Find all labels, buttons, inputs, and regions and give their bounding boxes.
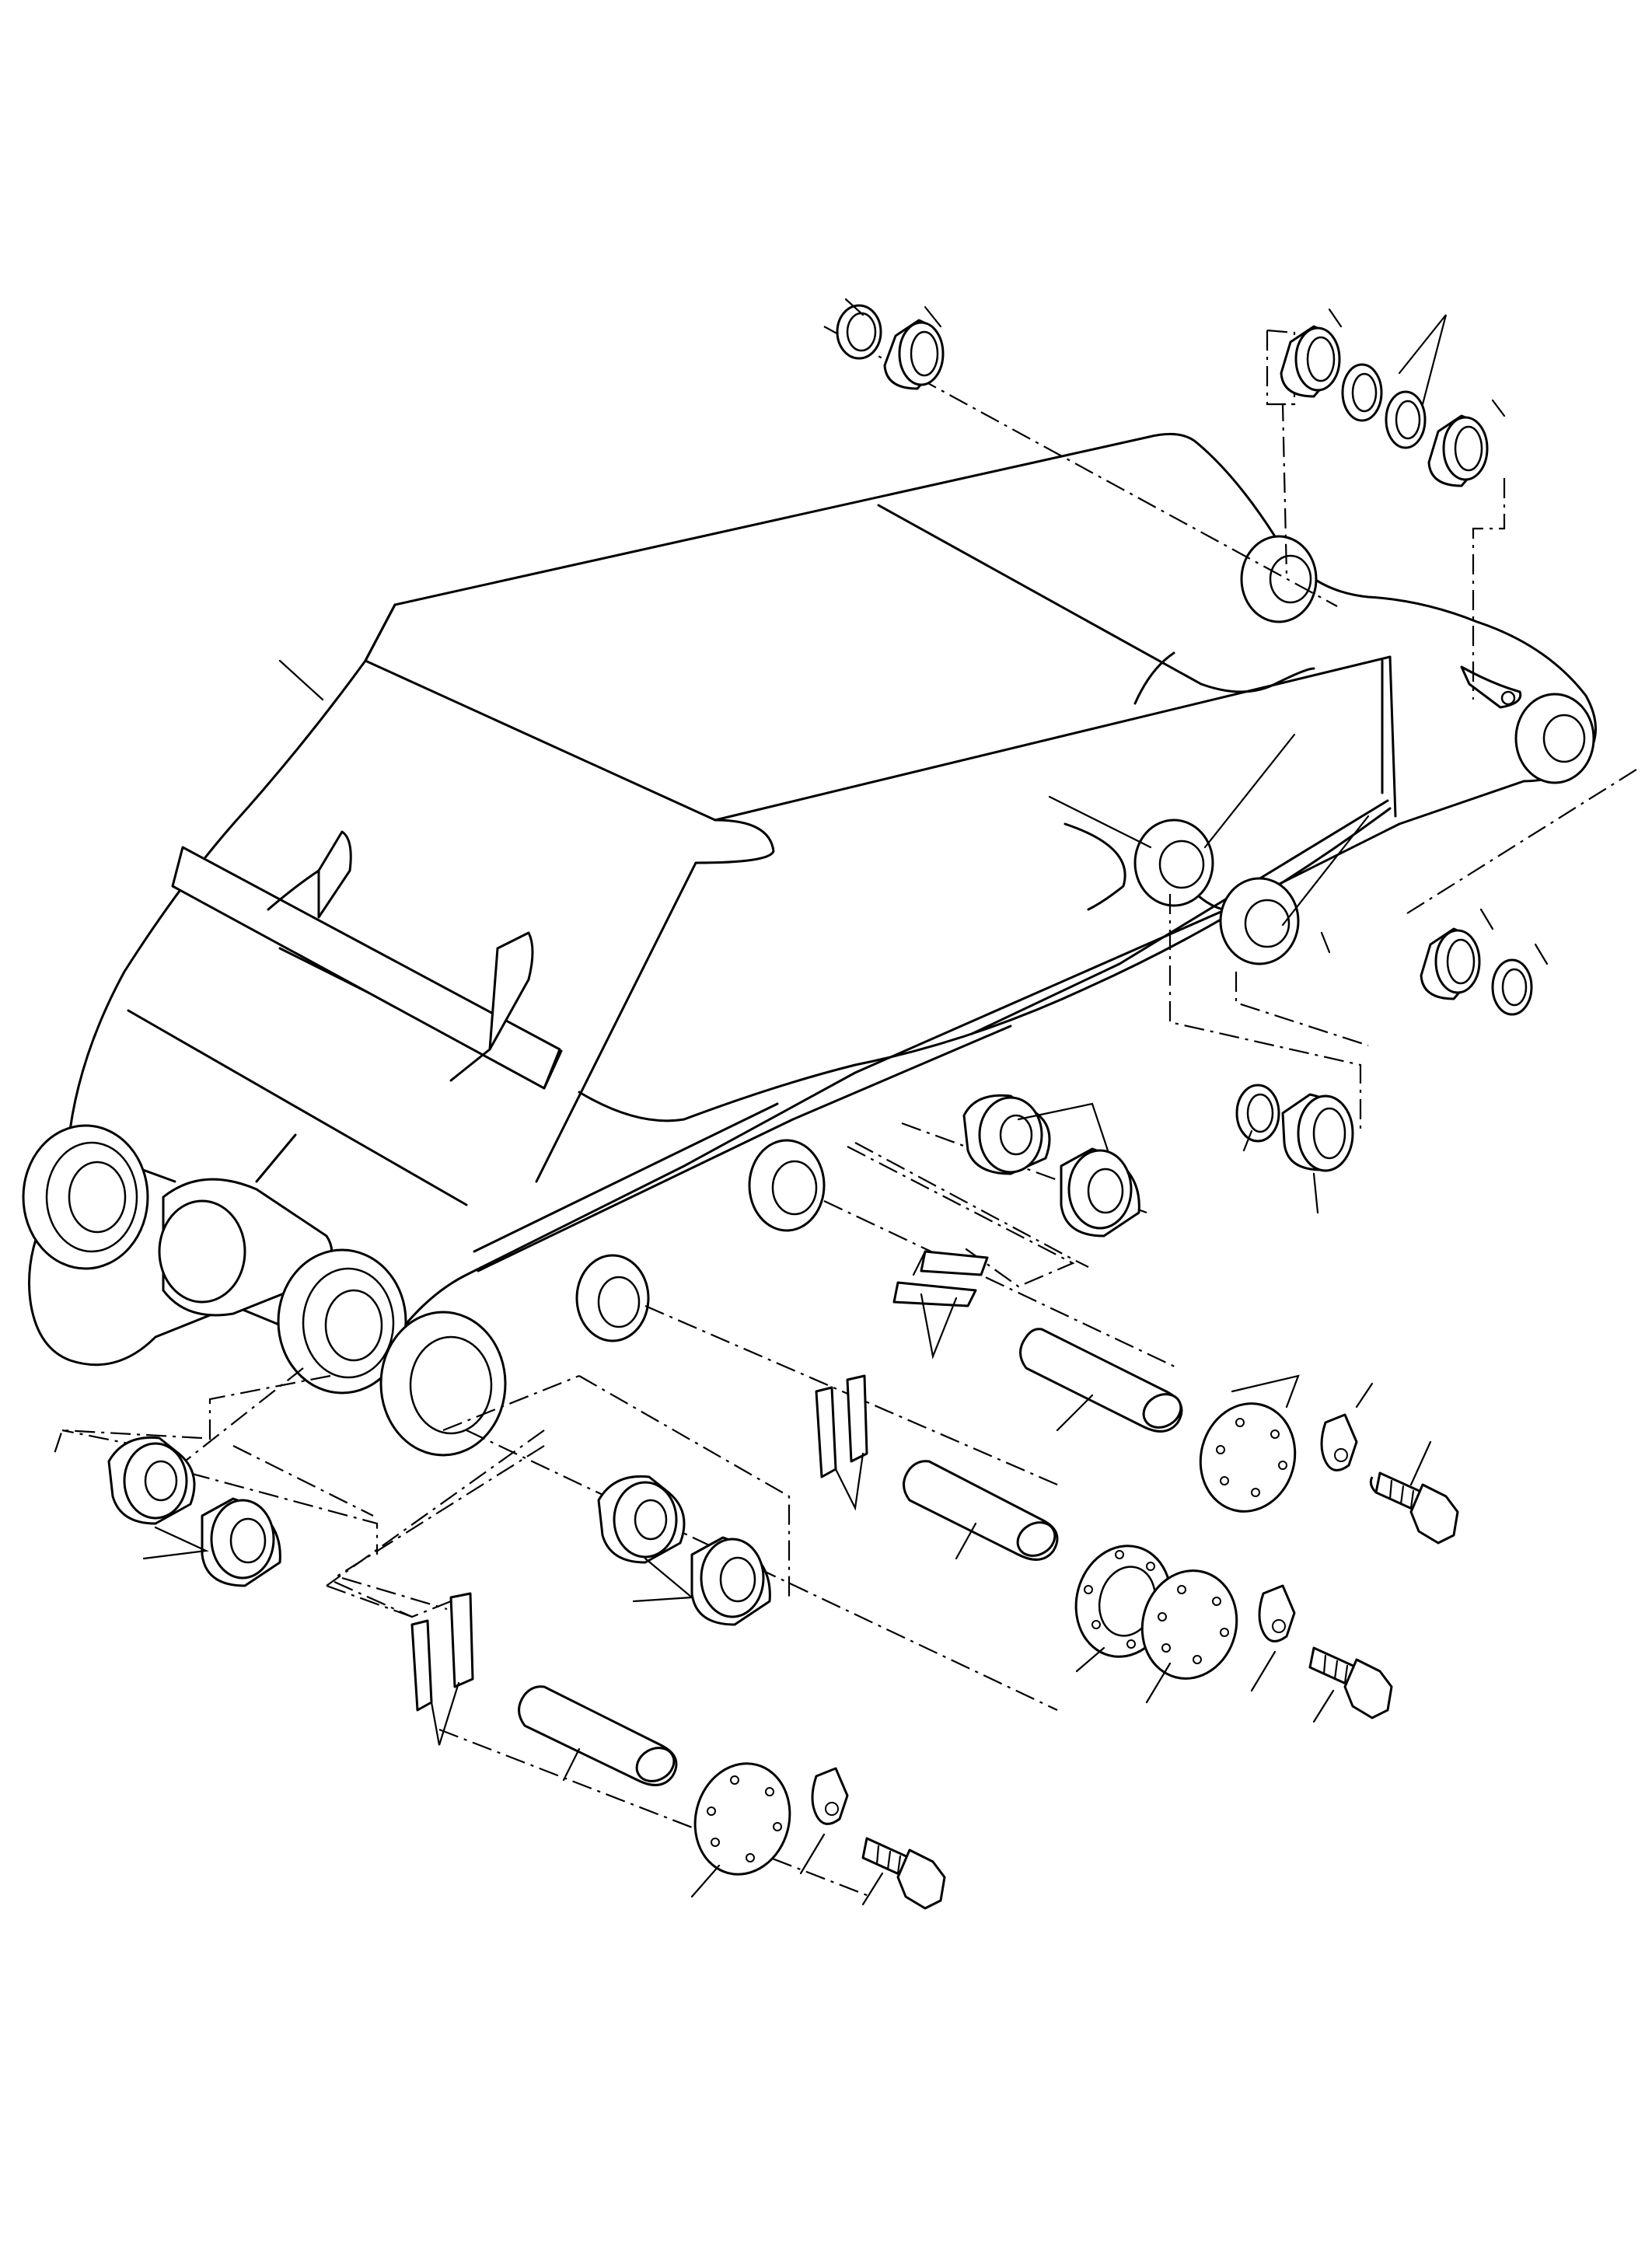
pins (518, 1328, 1183, 1786)
bushings-right (1235, 908, 1549, 1214)
bushings-lower-left (107, 1436, 771, 1626)
assembly-centerlines (53, 326, 1637, 1898)
bushings-center (962, 1094, 1140, 1237)
arm-eyes (22, 1124, 507, 1457)
side-bosses (575, 1139, 826, 1342)
bushings-top (836, 298, 1506, 487)
bolts (861, 1440, 1459, 1910)
shims (410, 1250, 989, 1746)
plates-and-washers (690, 1374, 1374, 1898)
arm-bosses (1133, 535, 1595, 965)
leader-lines (278, 659, 1370, 954)
arm-body (28, 432, 1597, 1367)
